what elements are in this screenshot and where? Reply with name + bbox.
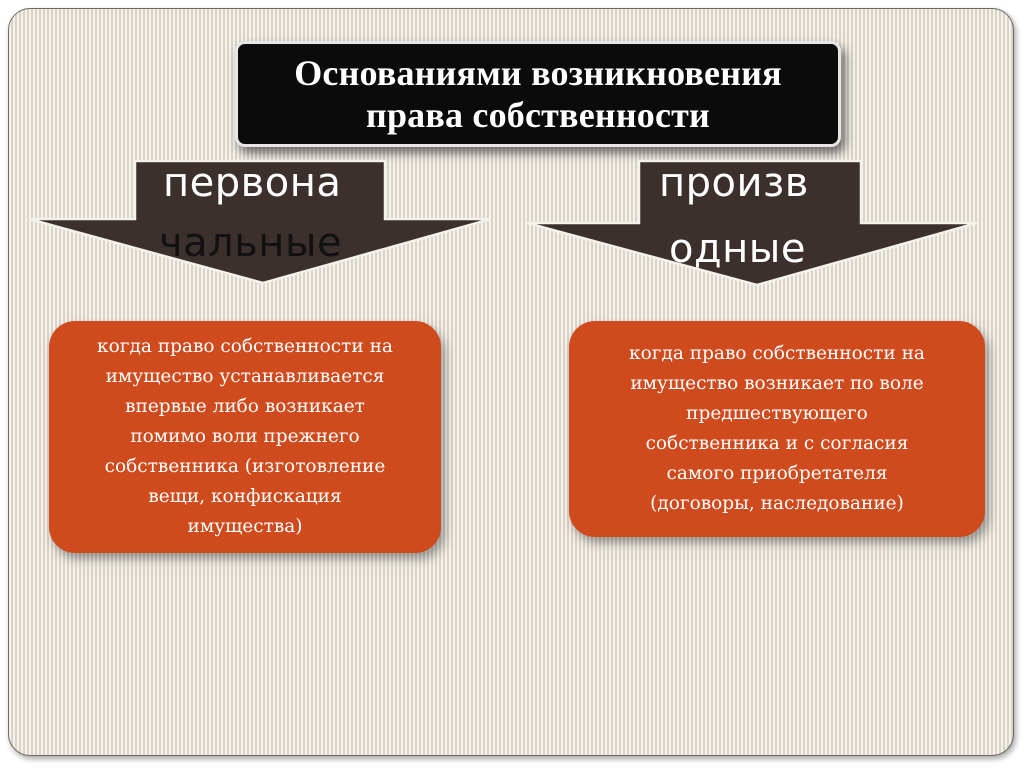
left-box-line: собственника (изготовление [104,456,386,477]
title-line-1: Основаниями возникновения [294,53,782,93]
title-box: Основаниями возникновения права собствен… [235,41,841,147]
right-arrow-label-top: произв [659,160,809,206]
left-arrow-label-top: первона [163,160,342,206]
left-box-line: имущества) [187,516,303,537]
left-box-line: помимо воли прежнего [130,426,360,447]
left-box-line: впервые либо возникает [125,396,365,417]
left-box-line: вещи, конфискация [148,486,342,507]
title-line-2: права собственности [366,95,710,135]
right-definition-box: когда право собственности на имущество в… [569,321,985,537]
right-box-line: собственника и с согласия [645,433,909,454]
left-box-line: когда право собственности на [97,336,393,357]
right-box-line: имущество возникает по воле [630,373,924,394]
right-box-line: (договоры, наследование) [650,493,904,514]
right-down-arrow [526,159,978,287]
right-box-line: самого приобретателя [666,463,888,484]
right-arrow-label-bottom: одные [669,226,806,272]
left-down-arrow [28,159,492,285]
left-arrow-label-bottom: чальные [159,220,343,266]
right-box-line: предшествующего [686,403,868,424]
slide-background: Основаниями возникновения права собствен… [8,8,1014,756]
left-definition-box: когда право собственности на имущество у… [49,321,441,553]
right-box-line: когда право собственности на [629,343,925,364]
left-box-line: имущество устанавливается [105,366,385,387]
